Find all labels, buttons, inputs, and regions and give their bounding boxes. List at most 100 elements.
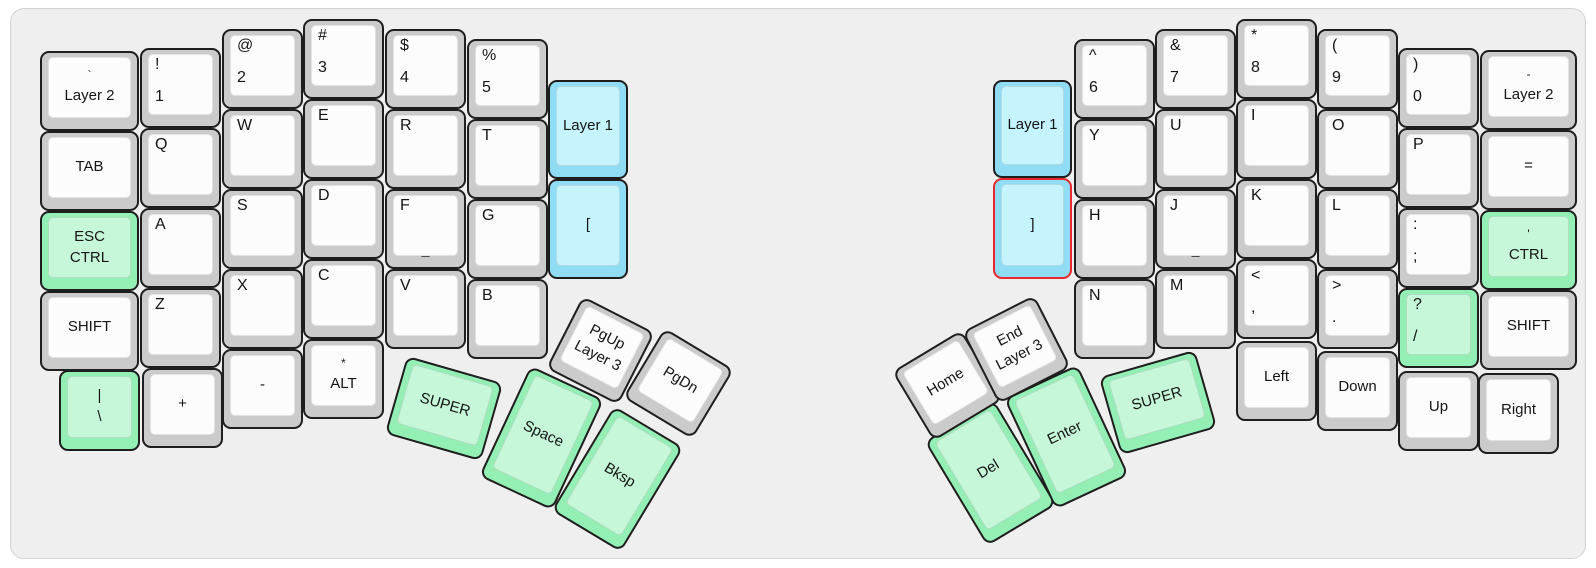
key-lt-comma-face [1244,265,1309,326]
key-s-face [230,195,295,256]
key-h[interactable]: H [1074,199,1155,279]
key-y[interactable]: Y [1074,119,1155,199]
key-caret-6[interactable]: ^6 [1074,39,1155,119]
key-pipe-backslash-face [67,376,132,438]
key-lparen-9[interactable]: (9 [1317,29,1398,109]
key-u-face [1163,115,1228,176]
key-amp-7[interactable]: &7 [1155,29,1236,109]
key-x[interactable]: X [222,269,303,349]
key-hash-3[interactable]: #3 [303,19,384,99]
key-pgdn-face [636,337,725,424]
key-rparen-0[interactable]: )0 [1398,48,1479,128]
key-p[interactable]: P [1398,128,1479,208]
key-equals-face [1488,136,1569,197]
key-shift-left[interactable]: SHIFT [40,291,139,371]
key-f[interactable]: F_ [385,189,466,269]
key-at-2[interactable]: @2 [222,29,303,109]
key-gt-period-face [1325,275,1390,336]
key-right[interactable]: Right [1478,373,1559,454]
key-shift-right[interactable]: SHIFT [1480,290,1577,370]
key-shift-right-face [1488,296,1569,357]
key-shift-left-face [48,297,131,358]
key-rbracket[interactable]: ] [993,178,1072,279]
key-lt-comma[interactable]: <, [1236,259,1317,339]
key-dash-layer2-face [1488,56,1569,117]
key-n-face [1082,285,1147,346]
key-equals[interactable]: = [1480,130,1577,210]
key-super-left[interactable]: SUPER [384,355,504,462]
key-v[interactable]: V [385,269,466,349]
key-question-slash[interactable]: ?/ [1398,288,1479,368]
key-x-face [230,275,295,336]
key-g[interactable]: G [467,199,548,279]
key-m[interactable]: M [1155,269,1236,349]
key-w[interactable]: W [222,109,303,189]
key-plus[interactable]: + [142,368,223,448]
key-t[interactable]: T [467,119,548,199]
key-r[interactable]: R [385,109,466,189]
key-grave-layer2[interactable]: `Layer 2 [40,51,139,131]
key-f-homing-bar: _ [421,241,430,257]
key-v-face [393,275,458,336]
key-s[interactable]: S [222,189,303,269]
key-exclam-1[interactable]: !1 [140,48,221,128]
key-up[interactable]: Up [1398,371,1479,451]
key-lbracket[interactable]: [ [548,179,628,279]
key-layer1-right-face [1001,86,1064,165]
key-pipe-backslash[interactable]: |\ [59,370,140,451]
key-super-left-face [396,363,494,447]
key-e[interactable]: E [303,99,384,179]
key-l[interactable]: L [1317,189,1398,269]
key-asterisk-alt[interactable]: *ALT [303,339,384,419]
key-k-face [1244,185,1309,246]
key-b[interactable]: B [467,279,548,359]
key-dash-layer2[interactable]: -Layer 2 [1480,50,1577,130]
key-down-face [1325,357,1390,418]
key-down[interactable]: Down [1317,351,1398,431]
key-z-face [148,294,213,355]
key-j[interactable]: J_ [1155,189,1236,269]
key-percent-5[interactable]: %5 [467,39,548,119]
key-u[interactable]: U [1155,109,1236,189]
key-super-right[interactable]: SUPER [1098,349,1218,456]
key-g-face [475,205,540,266]
key-quote-ctrl[interactable]: 'CTRL [1480,210,1577,290]
key-left[interactable]: Left [1236,341,1317,421]
key-colon-semicolon[interactable]: :; [1398,208,1479,288]
key-f-face [393,195,458,256]
key-y-face [1082,125,1147,186]
key-i[interactable]: I [1236,99,1317,179]
key-z[interactable]: Z [140,288,221,368]
key-t-face [475,125,540,186]
key-w-face [230,115,295,176]
key-c[interactable]: C [303,259,384,339]
key-dollar-4[interactable]: $4 [385,29,466,109]
key-e-face [311,105,376,166]
key-minus-left[interactable]: - [222,349,303,429]
key-dollar-4-face [393,35,458,96]
key-minus-left-face [230,355,295,416]
key-k[interactable]: K [1236,179,1317,259]
key-at-2-face [230,35,295,96]
key-n[interactable]: N [1074,279,1155,359]
key-layer1-left[interactable]: Layer 1 [548,80,628,179]
key-layer1-right[interactable]: Layer 1 [993,80,1072,178]
key-d-face [311,185,376,246]
key-esc-ctrl-face [48,217,131,278]
key-exclam-1-face [148,54,213,115]
key-right-face [1486,379,1551,441]
key-tab[interactable]: TAB [40,131,139,211]
key-o[interactable]: O [1317,109,1398,189]
key-q[interactable]: Q [140,128,221,208]
key-c-face [311,265,376,326]
key-a[interactable]: A [140,208,221,288]
key-grave-layer2-face [48,57,131,118]
key-b-face [475,285,540,346]
key-asterisk-8[interactable]: *8 [1236,19,1317,99]
key-p-face [1406,134,1471,195]
key-rparen-0-face [1406,54,1471,115]
key-i-face [1244,105,1309,166]
key-gt-period[interactable]: >. [1317,269,1398,349]
key-d[interactable]: D [303,179,384,259]
